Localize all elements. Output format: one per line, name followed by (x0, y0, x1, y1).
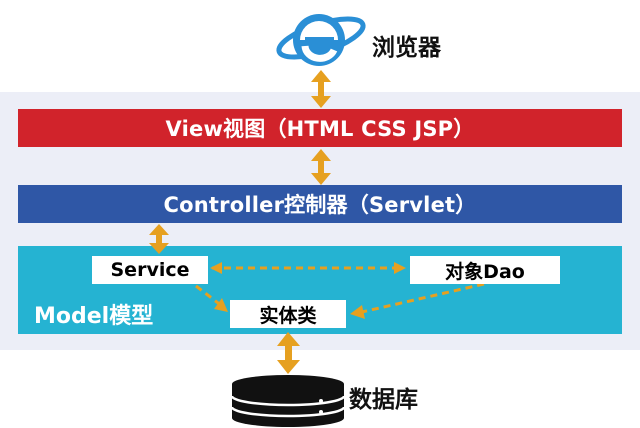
database-label: 数据库 (349, 387, 418, 413)
arrow-browser-view (311, 70, 331, 108)
database-icon (230, 375, 346, 427)
dashed-arrows (195, 266, 485, 314)
model-label: Model模型 (34, 304, 154, 329)
browser-label: 浏览器 (372, 35, 441, 61)
entity-node: 实体类 (230, 300, 346, 328)
dao-node: 对象Dao (410, 256, 560, 284)
controller-layer: Controller控制器（Servlet） (18, 185, 622, 223)
arrow-controller-service (149, 224, 169, 254)
arrow-entity-database (277, 332, 300, 374)
view-layer: View视图（HTML CSS JSP） (18, 109, 622, 147)
dashed-arrowheads (210, 262, 406, 319)
arrow-view-controller (311, 149, 331, 185)
internet-explorer-icon (276, 14, 366, 66)
service-node: Service (92, 256, 208, 284)
